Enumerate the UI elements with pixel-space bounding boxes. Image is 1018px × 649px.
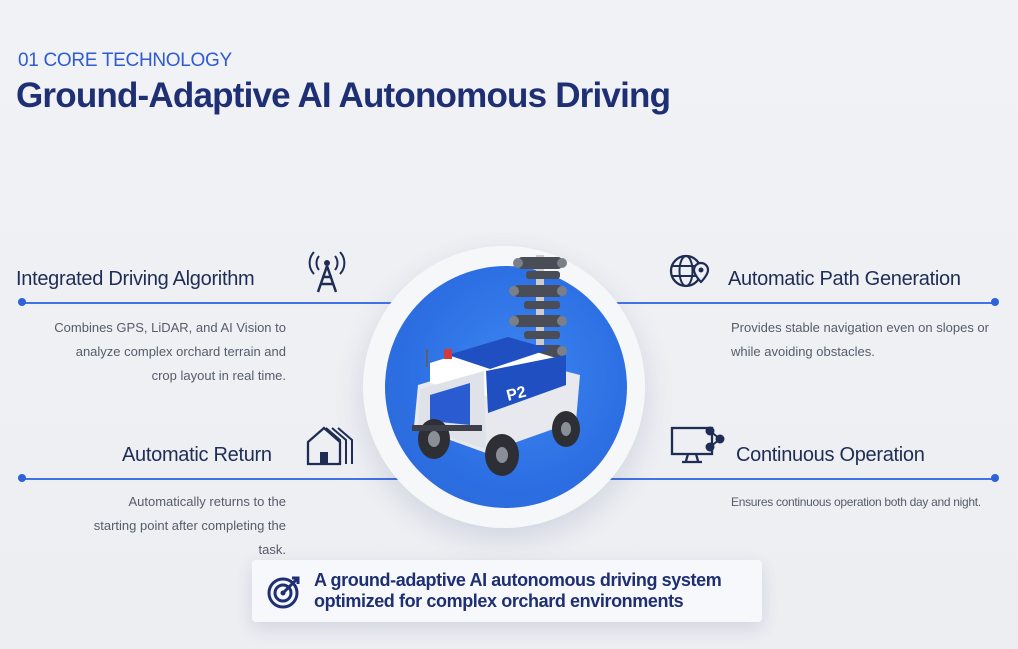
target-icon — [267, 576, 300, 609]
globe-pin-icon — [669, 254, 710, 288]
section-eyebrow: 01 CORE TECHNOLOGY — [18, 50, 232, 71]
connector-line-top-right — [595, 302, 995, 304]
connector-dot-bottom-right — [991, 474, 999, 482]
page-title: Ground-Adaptive AI Autonomous Driving — [16, 76, 671, 115]
connector-dot-top-left — [18, 298, 26, 306]
feature-title-path: Automatic Path Generation — [728, 268, 961, 290]
feature-title-return: Automatic Return — [122, 444, 272, 466]
antenna-tower-icon — [308, 251, 346, 293]
connector-line-bottom-right — [595, 478, 995, 480]
robot-badge: P2 — [505, 384, 528, 405]
houses-icon — [306, 426, 353, 466]
connector-dot-bottom-left — [18, 474, 26, 482]
summary-banner: A ground-adaptive AI autonomous driving … — [252, 560, 762, 622]
connector-line-top-left — [22, 302, 422, 304]
orchard-robot-image: P2 — [412, 255, 580, 476]
feature-desc-integrated: Combines GPS, LiDAR, and AI Vision to an… — [54, 320, 286, 383]
feature-title-integrated: Integrated Driving Algorithm — [16, 268, 255, 290]
connector-dot-top-right — [991, 298, 999, 306]
connector-line-bottom-left — [22, 478, 422, 480]
feature-desc-path: Provides stable navigation even on slope… — [731, 320, 989, 359]
feature-desc-continuous: Ensures continuous operation both day an… — [731, 495, 981, 509]
monitor-share-icon — [670, 426, 725, 464]
banner-text: A ground-adaptive AI autonomous driving … — [314, 570, 722, 611]
feature-desc-return: Automatically returns to the starting po… — [93, 494, 286, 557]
feature-title-continuous: Continuous Operation — [736, 444, 925, 466]
